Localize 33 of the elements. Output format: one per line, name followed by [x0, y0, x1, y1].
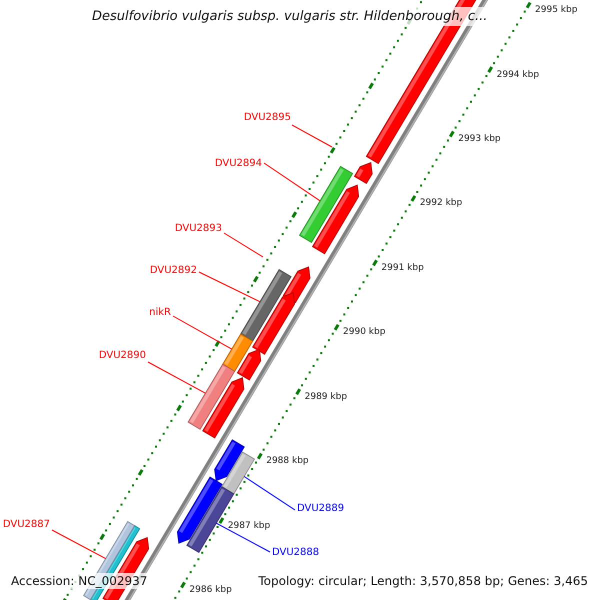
scale-label: 2991 kbp [381, 262, 424, 274]
gene-bar [221, 451, 256, 494]
info-text: Topology: circular; Length: 3,570,858 bp; Genes: 3,465 [256, 573, 590, 589]
leader-line [292, 124, 332, 148]
gene-label: DVU2895 [244, 112, 291, 124]
leader-line [244, 476, 296, 510]
gene-label: DVU2890 [98, 350, 146, 362]
scale-label: 2993 kbp [458, 134, 501, 146]
gene-label: DVU2892 [150, 265, 197, 277]
gene-label: DVU2894 [214, 158, 262, 170]
gene-bar [188, 364, 236, 430]
scale-label: 2987 kbp [228, 520, 270, 532]
gene-label: DVU2893 [174, 223, 222, 235]
gene-label: DVU2888 [272, 547, 320, 559]
gene-label: DVU2887 [2, 519, 50, 531]
leader-line [52, 530, 106, 560]
gene-label: DVU2889 [297, 503, 344, 515]
scale-label: 2995 kbp [535, 5, 578, 16]
scale-label: 2990 kbp [343, 327, 386, 338]
scale-label: 2994 kbp [496, 70, 540, 81]
scale-label: 2989 kbp [304, 392, 348, 403]
leader-line [198, 272, 260, 302]
info-text: Accession: NC_002937 [9, 573, 150, 589]
scale-label: 2992 kbp [420, 198, 462, 210]
leader-line [264, 162, 320, 202]
gene-bar [298, 166, 354, 244]
leader-line [216, 522, 270, 552]
scale-label: 2988 kbp [266, 456, 309, 468]
gene-bar [240, 268, 292, 342]
gene-label: nikR [149, 307, 171, 319]
scale-label: 2986 kbp [189, 585, 232, 596]
leader-line [224, 232, 264, 258]
leader-line [172, 316, 232, 350]
